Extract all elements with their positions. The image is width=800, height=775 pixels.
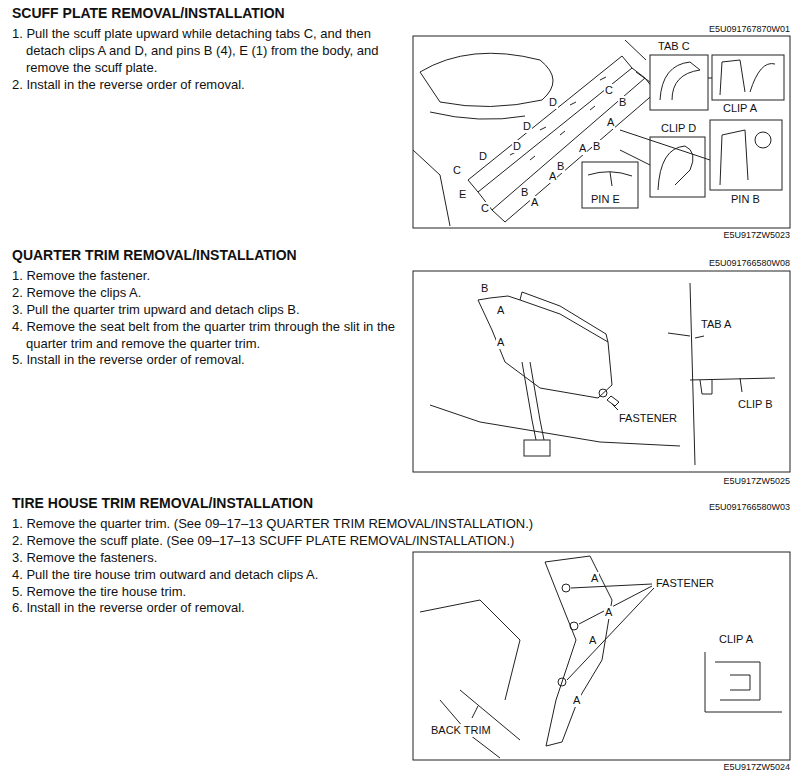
callout-letter: A — [496, 304, 505, 317]
figure-code: E5U091766580W03 — [709, 502, 790, 514]
part-label: CLIP A — [718, 633, 754, 646]
callout-letter: B — [592, 140, 601, 153]
step-text: 1. Remove the fastener. — [12, 268, 397, 285]
leader-line — [472, 706, 478, 718]
figure-frame — [413, 552, 790, 760]
part-label: PIN E — [590, 193, 621, 206]
callout-letter: A — [588, 634, 597, 647]
part-label: CLIP B — [737, 398, 774, 411]
part-label: TAB C — [657, 40, 691, 53]
seat-belt — [522, 362, 544, 440]
fastener-symbol — [607, 396, 619, 410]
callout-letter: A — [590, 572, 599, 585]
floor-line — [430, 405, 680, 446]
callout-letter: B — [520, 186, 529, 199]
pin-sketch — [720, 130, 771, 185]
pin-sketch — [588, 172, 632, 186]
figure-code: E5U917ZW5023 — [723, 230, 790, 242]
step-text: 2. Remove the scuff plate. (See 09–17–13… — [12, 533, 702, 550]
buckle — [524, 440, 550, 456]
figure-frame — [413, 36, 790, 228]
callout-letter: A — [572, 694, 581, 707]
part-label: CLIP A — [722, 102, 758, 115]
step-text: 2. Install in the reverse order of remov… — [12, 77, 397, 94]
callout-letter: B — [556, 160, 565, 173]
tire-house-trim — [545, 556, 612, 746]
callout-letter: A — [578, 142, 587, 155]
figure-code: E5U917ZW5024 — [723, 762, 790, 774]
section-heading: SCUFF PLATE REMOVAL/INSTALLATION — [12, 4, 285, 22]
leader-line — [567, 584, 654, 680]
figure-code: E5U091767870W01 — [709, 24, 790, 36]
fastener-hole — [558, 678, 566, 686]
callout-letter: C — [452, 164, 462, 177]
clip-marks — [510, 40, 646, 160]
callout-letter: C — [480, 202, 490, 215]
callout-letter: C — [604, 84, 614, 97]
callout-letter: A — [548, 170, 557, 183]
part-label: FASTENER — [655, 577, 715, 590]
quarter-trim-top — [520, 292, 608, 342]
callout-letter: D — [478, 150, 488, 163]
inset-pin-b — [710, 120, 782, 190]
step-text: 3. Pull the quarter trim upward and deta… — [12, 302, 397, 319]
callout-letter: D — [548, 96, 558, 109]
scuff-plate-side — [478, 68, 656, 222]
step-text: 6. Install in the reverse order of remov… — [12, 600, 397, 617]
inset-tab-c — [650, 55, 708, 110]
callout-letter: E — [458, 188, 467, 201]
clip-a-sketch — [705, 652, 782, 712]
figure-code: E5U091766580W08 — [709, 258, 790, 270]
tab-a-sketch — [668, 283, 704, 465]
quarter-trim — [478, 296, 612, 398]
clip-sketch — [720, 60, 775, 95]
callout-letter: B — [480, 282, 489, 295]
callout-letter: A — [606, 116, 615, 129]
part-label: FASTENER — [618, 412, 678, 425]
figure-code: E5U917ZW5025 — [723, 476, 790, 488]
callout-letter: D — [512, 140, 522, 153]
step-text: 1. Remove the quarter trim. (See 09–17–1… — [12, 516, 702, 533]
clip-b-sketch — [690, 378, 775, 394]
step-text: 4. Remove the seat belt from the quarter… — [12, 319, 397, 353]
part-label: TAB A — [700, 318, 732, 331]
callout-letter: D — [522, 120, 532, 133]
body-line — [413, 112, 525, 226]
section-heading: QUARTER TRIM REMOVAL/INSTALLATION — [12, 246, 297, 264]
body-line — [420, 600, 520, 758]
leader-line — [620, 72, 712, 165]
fastener-hole — [562, 584, 570, 592]
tab-sketch — [660, 62, 700, 100]
scuff-plate — [468, 56, 632, 192]
fastener-hole — [599, 389, 607, 397]
fastener-hole — [570, 622, 578, 630]
step-text: 5. Remove the tire house trim. — [12, 584, 397, 601]
callout-letter: A — [530, 196, 539, 209]
inset-pin-e — [582, 162, 638, 208]
step-text: 3. Remove the fasteners. — [12, 550, 397, 567]
seat — [420, 53, 553, 106]
part-label: BACK TRIM — [430, 724, 492, 737]
step-text: 5. Install in the reverse order of remov… — [12, 352, 397, 369]
callout-letter: B — [618, 96, 627, 109]
callout-letter: A — [496, 336, 505, 349]
inset-clip-d — [650, 137, 705, 197]
part-label: CLIP D — [660, 122, 697, 135]
inset-clip-a — [712, 55, 784, 100]
step-text: 4. Pull the tire house trim outward and … — [12, 567, 397, 584]
part-label: PIN B — [730, 193, 761, 206]
callout-letter: A — [604, 606, 613, 619]
figure-frame — [413, 271, 790, 472]
step-text: 2. Remove the clips A. — [12, 285, 397, 302]
step-text: 1. Pull the scuff plate upward while det… — [12, 26, 397, 77]
section-heading: TIRE HOUSE TRIM REMOVAL/INSTALLATION — [12, 494, 313, 512]
